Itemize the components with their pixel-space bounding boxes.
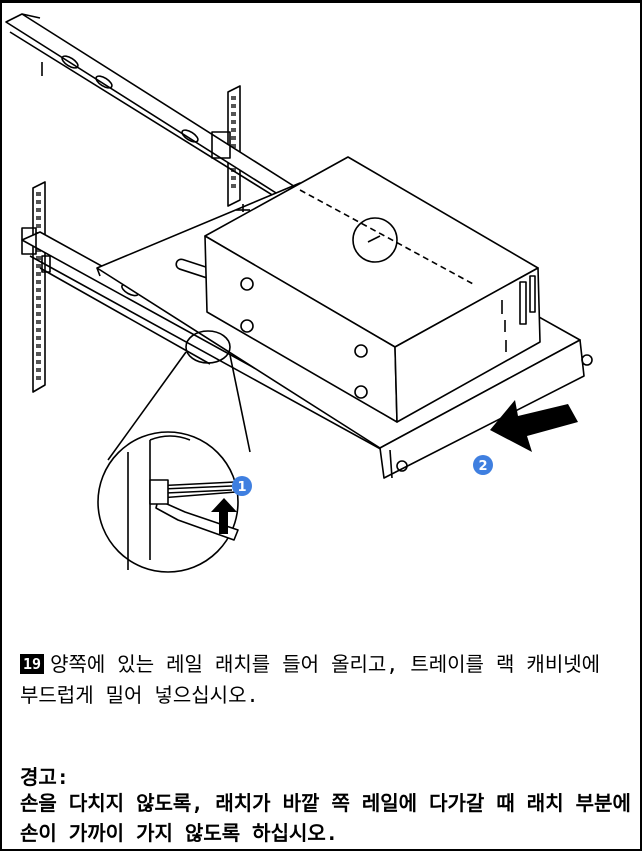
warning-title: 경고: (20, 765, 69, 789)
warning-text: 손을 다치지 않도록, 래치가 바깥 쪽 레일에 다가갈 때 래치 부분에 손이… (20, 791, 631, 845)
server-chassis (204, 156, 541, 423)
callout-1: 1 (232, 476, 252, 496)
latch-detail-magnifier (97, 330, 251, 573)
push-arrow-icon (490, 400, 578, 452)
rack-post-front (32, 181, 46, 393)
step-text: 양쪽에 있는 레일 래치를 들어 올리고, 트레이를 랙 캐비넷에 부드럽게 밀… (20, 652, 601, 707)
installation-illustration: 1 2 (5, 13, 593, 573)
callout-1-label: 1 (237, 480, 246, 495)
callout-2: 2 (473, 455, 493, 475)
lift-arrow-icon (211, 498, 237, 534)
rail-upper (5, 13, 301, 207)
callout-2-label: 2 (478, 459, 487, 474)
step-number-badge: 19 (20, 654, 45, 674)
